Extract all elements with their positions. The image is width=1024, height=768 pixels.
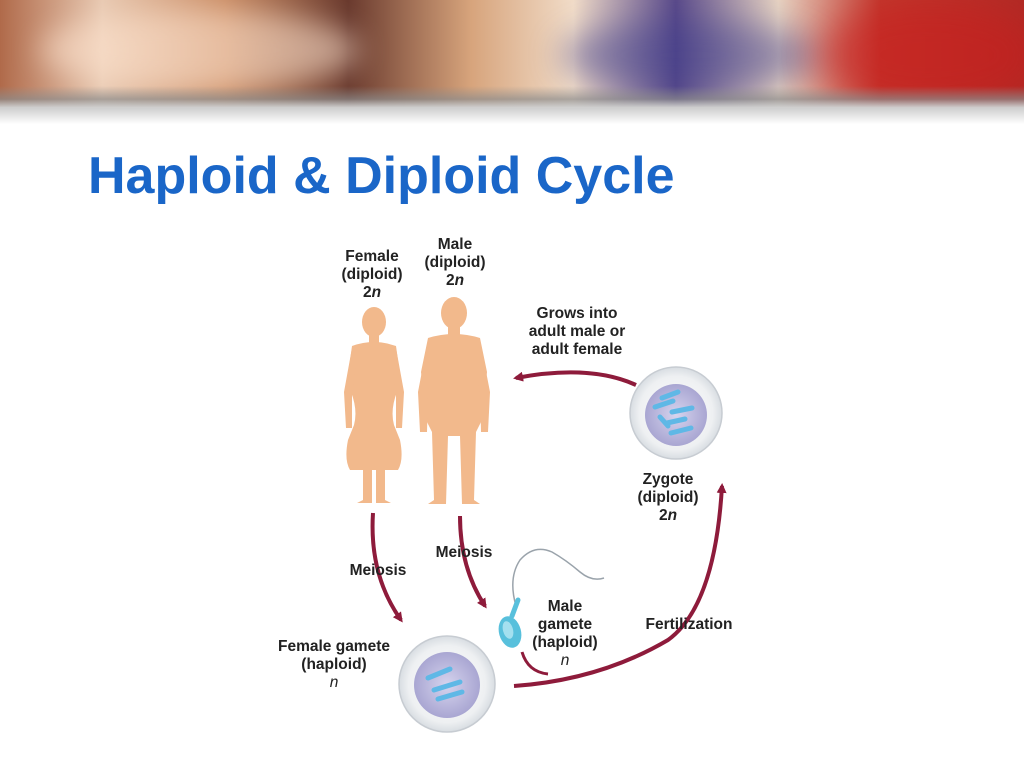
sperm-tail-join: [520, 651, 549, 676]
meiosis-male-label: Meiosis: [435, 544, 493, 561]
slide-title: Haploid & Diploid Cycle: [88, 147, 675, 205]
sperm-icon: [498, 548, 605, 648]
zygote-cell-icon: [629, 366, 723, 460]
header-banner: [0, 0, 1024, 108]
male-gamete-label: Male gamete (haploid) n: [532, 598, 598, 669]
meiosis-female-arrow: [370, 512, 403, 623]
grows-label: Grows into adult male or adult female: [528, 305, 626, 358]
meiosis-female-label: Meiosis: [349, 562, 407, 579]
fertilization-arrow: [513, 483, 727, 688]
banner-shadow: [0, 108, 1024, 124]
grows-arrow: [513, 370, 637, 387]
female-gamete-label: Female gamete (haploid) n: [278, 638, 390, 691]
female-label: Female (diploid) 2n: [341, 248, 403, 301]
male-label: Male (diploid) 2n: [424, 236, 486, 289]
egg-cell-icon: [398, 635, 496, 733]
male-body-icon: [418, 297, 490, 504]
fertilization-label: Fertilization: [645, 616, 733, 633]
zygote-label: Zygote (diploid) 2n: [637, 471, 699, 524]
female-body-icon: [344, 307, 404, 503]
meiosis-male-arrow: [458, 515, 487, 609]
